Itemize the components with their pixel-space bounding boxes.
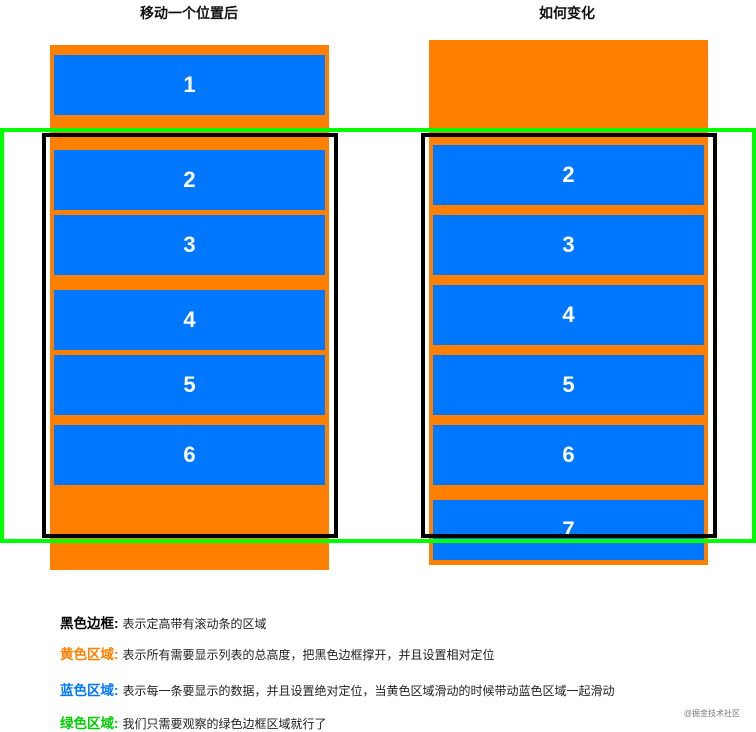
legend-desc: 表示每一条要显示的数据，并且设置绝对定位，当黄色区域滑动的时候带动蓝色区域一起滑…: [122, 684, 615, 698]
right-scroll-frame: [421, 133, 717, 538]
left-item-6: 6: [54, 425, 325, 485]
legend-term: 黑色边框:: [60, 616, 119, 631]
right-item-2: 2: [433, 145, 704, 205]
left-item-label: 2: [183, 167, 196, 192]
left-item-label: 5: [183, 372, 196, 397]
legend-desc: 表示所有需要显示列表的总高度，把黑色边框撑开，并且设置相对定位: [122, 648, 495, 662]
right-item-5: 5: [433, 355, 704, 415]
right-item-label: 2: [562, 162, 575, 187]
left-panel-title: 移动一个位置后: [140, 5, 238, 21]
right-panel-title: 如何变化: [539, 5, 595, 21]
legend-term: 黄色区域:: [60, 647, 119, 662]
legend-desc: 我们只需要观察的绿色边框区域就行了: [122, 717, 327, 731]
left-item-label: 3: [183, 232, 196, 257]
legend-term: 绿色区域:: [60, 716, 119, 731]
legend-desc: 表示定高带有滚动条的区域: [122, 617, 267, 631]
right-item-label: 6: [562, 442, 575, 467]
left-item-label: 4: [183, 307, 196, 332]
right-item-label: 3: [562, 232, 575, 257]
left-item-3: 3: [54, 215, 325, 275]
legend-blue: 蓝色区域:表示每一条要显示的数据，并且设置绝对定位，当黄色区域滑动的时候带动蓝色…: [60, 679, 615, 699]
left-item-4: 4: [54, 290, 325, 350]
right-item-7: 7: [433, 500, 704, 560]
legend-green: 绿色区域:我们只需要观察的绿色边框区域就行了: [60, 712, 327, 732]
legend-black: 黑色边框:表示定高带有滚动条的区域: [60, 612, 267, 632]
legend-term: 蓝色区域:: [60, 683, 119, 698]
left-item-label: 6: [183, 442, 196, 467]
legend-orange: 黄色区域:表示所有需要显示列表的总高度，把黑色边框撑开，并且设置相对定位: [60, 643, 495, 663]
right-item-label: 5: [562, 372, 575, 397]
left-item-1: 1: [54, 55, 325, 115]
left-item-5: 5: [54, 355, 325, 415]
left-scroll-frame: [42, 133, 338, 538]
right-item-3: 3: [433, 215, 704, 275]
left-item-label: 1: [183, 72, 196, 97]
left-item-2: 2: [54, 150, 325, 210]
right-item-6: 6: [433, 425, 704, 485]
right-item-4: 4: [433, 285, 704, 345]
green-observation-frame: [0, 128, 756, 543]
watermark: @掘金技术社区: [683, 709, 740, 718]
right-item-label: 4: [562, 302, 575, 327]
